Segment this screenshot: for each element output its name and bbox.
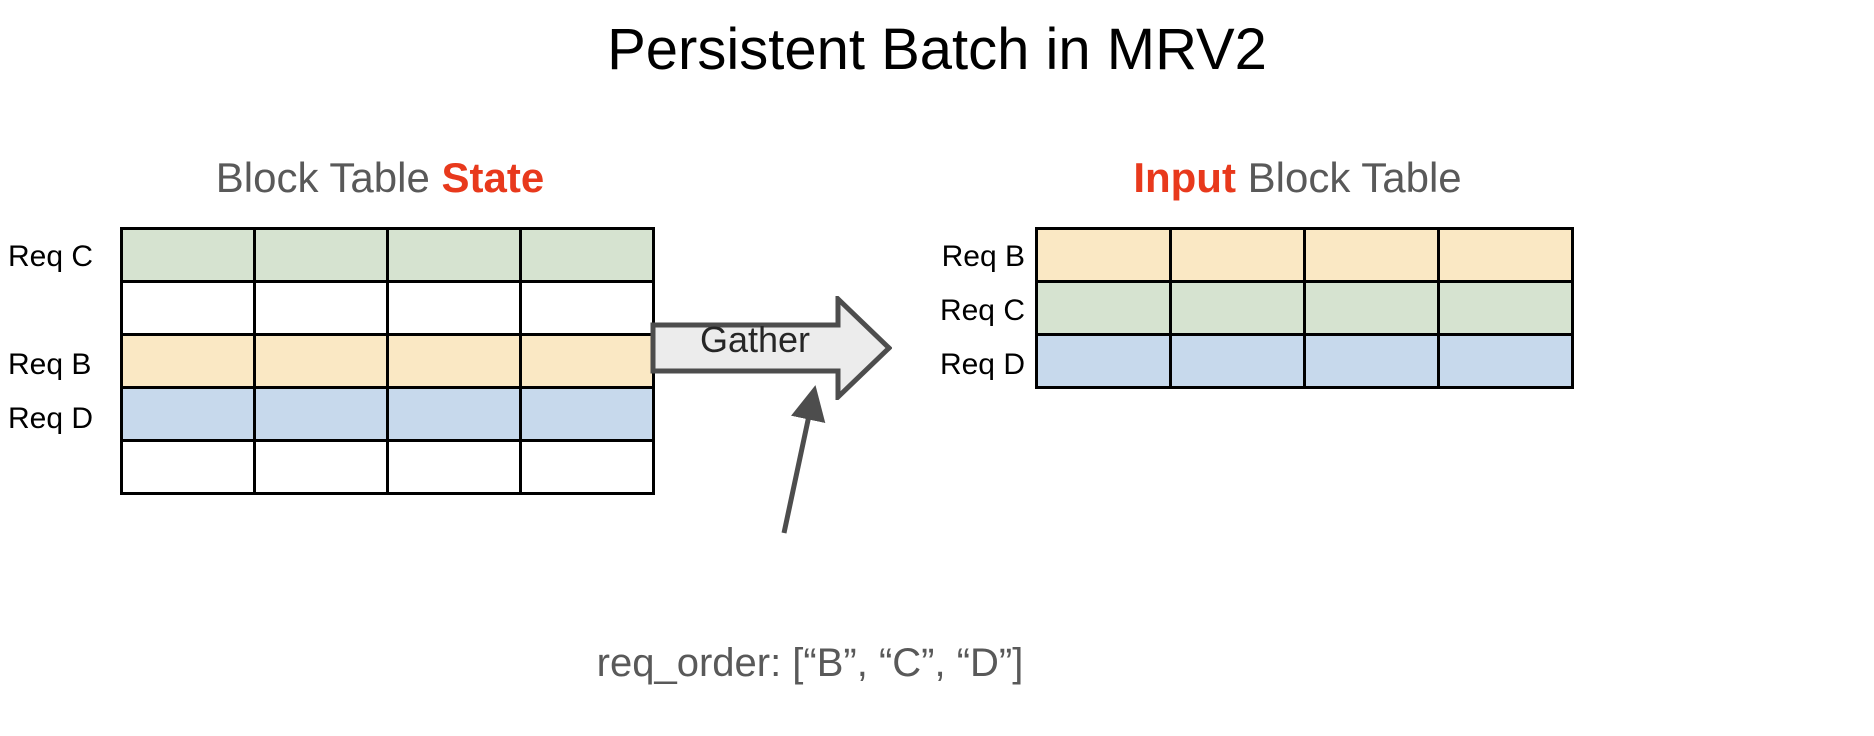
input-row-label-0: Req B: [941, 240, 1025, 273]
block-table-state: [120, 227, 655, 495]
state-cell-r2c0: [120, 333, 256, 389]
table-row: [120, 333, 655, 389]
input-cell-r0c3: [1437, 227, 1574, 283]
table-row: [120, 386, 655, 442]
state-cell-r3c0: [120, 386, 256, 442]
state-cell-r1c2: [386, 280, 522, 336]
req-order-caption: req_order: [“B”, “C”, “D”]: [596, 641, 1024, 685]
state-cell-r0c1: [253, 227, 389, 283]
state-row-label-3: Req D: [8, 402, 94, 435]
table-row: [1035, 280, 1574, 336]
input-cell-r0c0: [1035, 227, 1172, 283]
state-cell-r2c3: [519, 333, 655, 389]
input-cell-r1c2: [1303, 280, 1440, 336]
input-cell-r1c0: [1035, 280, 1172, 336]
right-panel-heading: Input Block Table: [1035, 152, 1560, 204]
state-cell-r0c3: [519, 227, 655, 283]
gather-label: Gather: [699, 319, 811, 360]
table-row: [120, 280, 655, 336]
right-heading-suffix: Block Table: [1235, 154, 1462, 201]
state-cell-r0c2: [386, 227, 522, 283]
state-row-label-0: Req C: [8, 240, 94, 273]
state-cell-r1c0: [120, 280, 256, 336]
input-cell-r1c1: [1169, 280, 1306, 336]
state-cell-r2c1: [253, 333, 389, 389]
state-cell-r4c0: [120, 439, 256, 495]
state-row-label-2: Req B: [8, 348, 92, 381]
input-cell-r0c1: [1169, 227, 1306, 283]
input-cell-r2c2: [1303, 333, 1440, 389]
input-row-label-2: Req D: [939, 348, 1025, 381]
table-row: [1035, 227, 1574, 283]
page-title: Persistent Batch in MRV2: [607, 17, 1267, 82]
left-panel-heading: Block Table State: [120, 152, 640, 204]
input-row-label-1: Req C: [939, 294, 1025, 327]
table-row: [1035, 333, 1574, 389]
right-heading-accent: Input: [1133, 154, 1236, 201]
state-cell-r1c1: [253, 280, 389, 336]
state-cell-r1c3: [519, 280, 655, 336]
input-cell-r2c1: [1169, 333, 1306, 389]
input-cell-r2c3: [1437, 333, 1574, 389]
table-row: [120, 227, 655, 283]
req-order-pointer-arrow: [781, 385, 826, 534]
left-heading-accent: State: [441, 154, 545, 201]
left-heading-prefix: Block Table: [215, 154, 442, 201]
state-cell-r2c2: [386, 333, 522, 389]
state-cell-r0c0: [120, 227, 256, 283]
state-cell-r4c2: [386, 439, 522, 495]
input-cell-r1c3: [1437, 280, 1574, 336]
table-row: [120, 439, 655, 495]
state-cell-r3c1: [253, 386, 389, 442]
state-cell-r4c1: [253, 439, 389, 495]
block-table-input: [1035, 227, 1574, 389]
state-cell-r3c3: [519, 386, 655, 442]
input-cell-r2c0: [1035, 333, 1172, 389]
state-cell-r4c3: [519, 439, 655, 495]
gather-arrow-icon: [650, 296, 892, 400]
state-cell-r3c2: [386, 386, 522, 442]
input-cell-r0c2: [1303, 227, 1440, 283]
